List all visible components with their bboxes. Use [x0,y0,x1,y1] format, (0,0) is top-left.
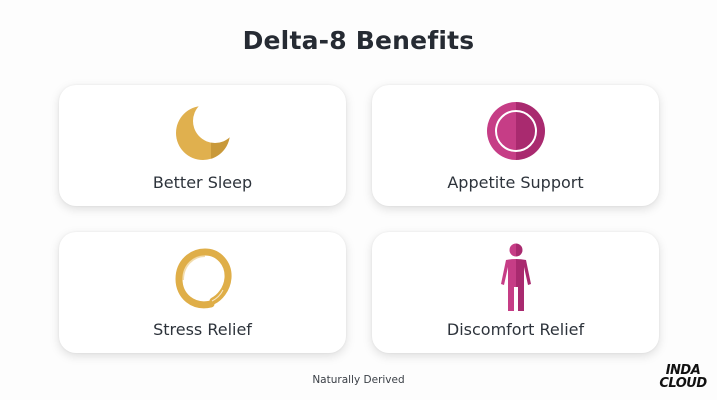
benefit-card-better-sleep: Better Sleep [59,85,346,206]
benefit-card-discomfort-relief: Discomfort Relief [372,232,659,353]
plate-icon [484,99,548,163]
benefit-card-stress-relief: Stress Relief [59,232,346,353]
benefit-label: Discomfort Relief [446,320,585,339]
page-title: Delta-8 Benefits [242,26,475,55]
benefit-label: Stress Relief [153,320,252,339]
enso-circle-icon [171,246,235,310]
footer-tagline: Naturally Derived [312,374,405,386]
brand-logo: INDA CLOUD [654,364,712,396]
benefit-card-appetite-support: Appetite Support [372,85,659,206]
logo-line-1: INDA [665,363,701,378]
benefit-label: Better Sleep [152,173,253,192]
logo-line-2: CLOUD [659,376,707,391]
benefit-label: Appetite Support [447,173,584,192]
moon-icon [171,99,235,163]
person-icon [484,243,548,311]
